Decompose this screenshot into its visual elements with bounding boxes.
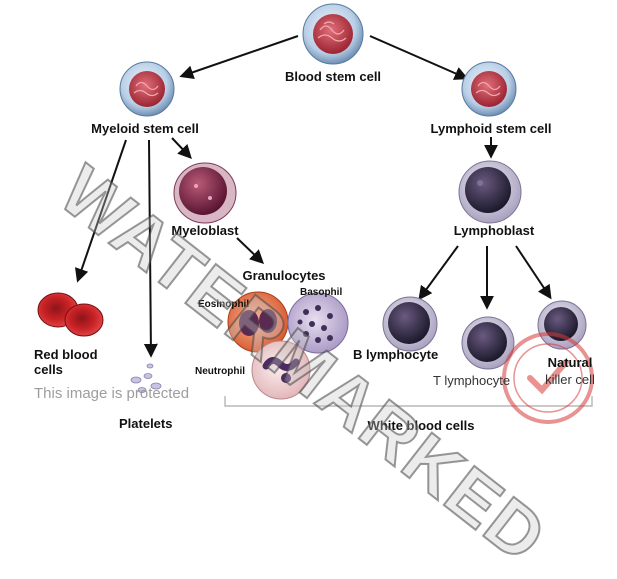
arrow-stem-to-lymphoid [369, 35, 469, 80]
label-lymphoid-stem-cell: Lymphoid stem cell [430, 121, 552, 136]
arrow-myeloid-to-myeloblast [171, 137, 192, 160]
arrow-stem-to-myeloid [179, 35, 299, 79]
protected-notice: This image is protected [34, 385, 190, 402]
label-myeloblast: Myeloblast [171, 223, 239, 238]
diagram-canvas: Blood stem cell Myeloid stem cell Lympho… [34, 3, 595, 579]
label-basophil: Basophil [300, 287, 343, 298]
label-neutrophil: Neutrophil [195, 366, 245, 377]
eosinophil-cell [227, 291, 289, 353]
lymphoblast-cell [458, 160, 522, 224]
label-blood-stem-cell: Blood stem cell [284, 69, 382, 84]
lymphoid-stem-cell [461, 61, 517, 117]
myeloblast-cell [173, 162, 237, 224]
label-platelets: Platelets [119, 416, 173, 431]
label-red-blood-cells-line2: cells [34, 362, 63, 377]
label-red-blood-cells-line1: Red blood [34, 347, 98, 362]
arrow-myeloid-to-platelets [143, 139, 158, 358]
myeloid-stem-cell [119, 61, 175, 117]
label-natural-killer-line1: Natural [547, 355, 593, 370]
arrows [75, 35, 552, 358]
watermark-stamp [502, 332, 594, 424]
label-natural-killer-line2: killer cell [545, 372, 595, 387]
blood-stem-cell [302, 3, 364, 65]
white-blood-cells-bracket [224, 396, 593, 407]
neutrophil-cell [251, 340, 311, 400]
red-blood-cells [37, 292, 104, 337]
label-lymphoblast: Lymphoblast [453, 223, 535, 238]
arrow-myeloblast-to-granulocytes [236, 237, 265, 264]
hematopoiesis-diagram [37, 3, 594, 424]
label-white-blood-cells: White blood cells [367, 418, 475, 433]
arrow-lymphoblast-to-b [418, 245, 459, 301]
label-granulocytes: Granulocytes [242, 268, 326, 283]
label-t-lymphocyte: T lymphocyte [433, 373, 511, 388]
arrow-lymphoblast-to-nk [515, 245, 552, 300]
basophil-cell [287, 292, 349, 354]
label-b-lymphocyte: B lymphocyte [353, 347, 439, 362]
platelets [130, 363, 162, 393]
label-eosinophil: Eosinophil [198, 299, 250, 310]
natural-killer-cell [537, 300, 587, 350]
t-lymphocyte-cell [461, 316, 515, 370]
arrow-myeloid-to-rbc [75, 139, 127, 283]
b-lymphocyte-cell [382, 296, 438, 352]
label-myeloid-stem-cell: Myeloid stem cell [91, 121, 199, 136]
